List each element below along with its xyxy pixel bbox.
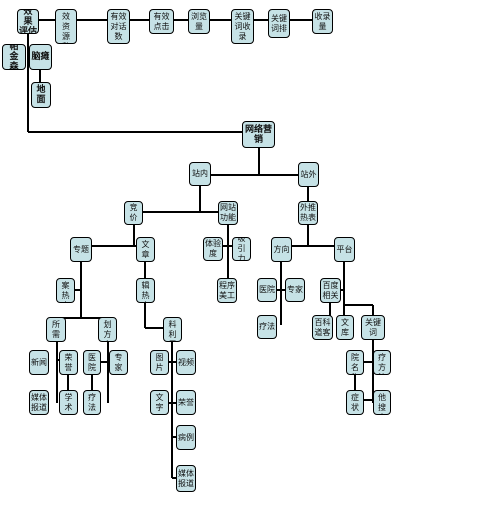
node-site-function[interactable]: 网站 功能: [218, 201, 238, 225]
node-ground[interactable]: 地面: [31, 82, 51, 108]
node-parkinson[interactable]: 帕 金 森: [2, 44, 26, 70]
node-cerebral-palsy[interactable]: 脑瘫: [29, 44, 52, 70]
node-hospital-2[interactable]: 医院: [83, 350, 101, 375]
node-plan-direction[interactable]: 策划 方向: [98, 317, 117, 342]
node-baidu-related[interactable]: 百度 相关: [320, 278, 341, 303]
node-external-push[interactable]: 外推 热表: [298, 201, 318, 225]
node-text[interactable]: 文字: [150, 390, 169, 415]
node-expert-1[interactable]: 专家: [285, 278, 305, 302]
node-keyword[interactable]: 关键词: [361, 315, 385, 340]
node-effective-dialogs[interactable]: 有效 对话数: [107, 9, 130, 44]
node-therapy-2[interactable]: 疗法: [83, 390, 101, 415]
node-offsite[interactable]: 站外: [298, 162, 319, 187]
node-index-volume[interactable]: 收录 量: [312, 9, 333, 34]
node-demand[interactable]: 所 需: [46, 317, 66, 342]
node-views[interactable]: 浏览 量: [188, 9, 210, 34]
node-root-network-marketing[interactable]: 网络营销: [242, 121, 275, 148]
node-experience[interactable]: 体验 度: [203, 237, 223, 261]
node-onsite[interactable]: 站内: [189, 162, 211, 186]
node-academic[interactable]: 学术: [59, 390, 78, 415]
node-honor-2[interactable]: 荣誉: [176, 390, 196, 415]
node-encyclopedia[interactable]: 百科 道客: [312, 315, 333, 340]
node-keyword-index[interactable]: 关键 词收录: [231, 9, 254, 44]
node-material[interactable]: 材料 利用: [163, 317, 182, 342]
node-effective-clicks[interactable]: 有效 点击: [149, 9, 174, 34]
node-treatment-method[interactable]: 治疗 方法: [373, 350, 391, 375]
node-other-search[interactable]: 其他 搜索: [373, 390, 391, 415]
node-direction[interactable]: 方向: [271, 237, 292, 262]
node-hospital-name[interactable]: 医院 名称: [346, 350, 364, 375]
node-news[interactable]: 新闻: [29, 350, 49, 375]
node-keyword-rank[interactable]: 关键 词排: [268, 9, 290, 38]
node-platform[interactable]: 平台: [334, 237, 355, 262]
node-attraction[interactable]: 吸引 力: [232, 237, 251, 261]
node-topic[interactable]: 专题: [70, 237, 92, 262]
node-copywriting[interactable]: 文案 热表: [56, 278, 75, 303]
node-program-design[interactable]: 程序 美工: [217, 278, 237, 303]
node-picture[interactable]: 图片: [150, 350, 169, 375]
node-media-report-1[interactable]: 媒体 报道: [29, 390, 49, 415]
node-video[interactable]: 视频: [176, 350, 196, 375]
node-editing[interactable]: 编辑 热表: [136, 278, 155, 303]
node-symptom[interactable]: 症状: [346, 390, 364, 415]
node-eval[interactable]: 效 果 评估: [17, 9, 39, 34]
node-library[interactable]: 文库: [336, 315, 354, 340]
node-hospital-1[interactable]: 医院: [257, 278, 277, 302]
node-honor[interactable]: 荣誉: [59, 350, 78, 375]
node-expert-2[interactable]: 专家: [109, 350, 128, 375]
node-article[interactable]: 文章: [136, 237, 155, 262]
node-therapy-1[interactable]: 疗法: [257, 315, 277, 339]
node-case[interactable]: 病例: [176, 425, 196, 450]
node-effective-resources[interactable]: 有 效 资 源 数: [55, 9, 77, 44]
node-bid[interactable]: 竞价: [124, 201, 143, 225]
node-media-report-2[interactable]: 媒体 报道: [176, 465, 196, 492]
